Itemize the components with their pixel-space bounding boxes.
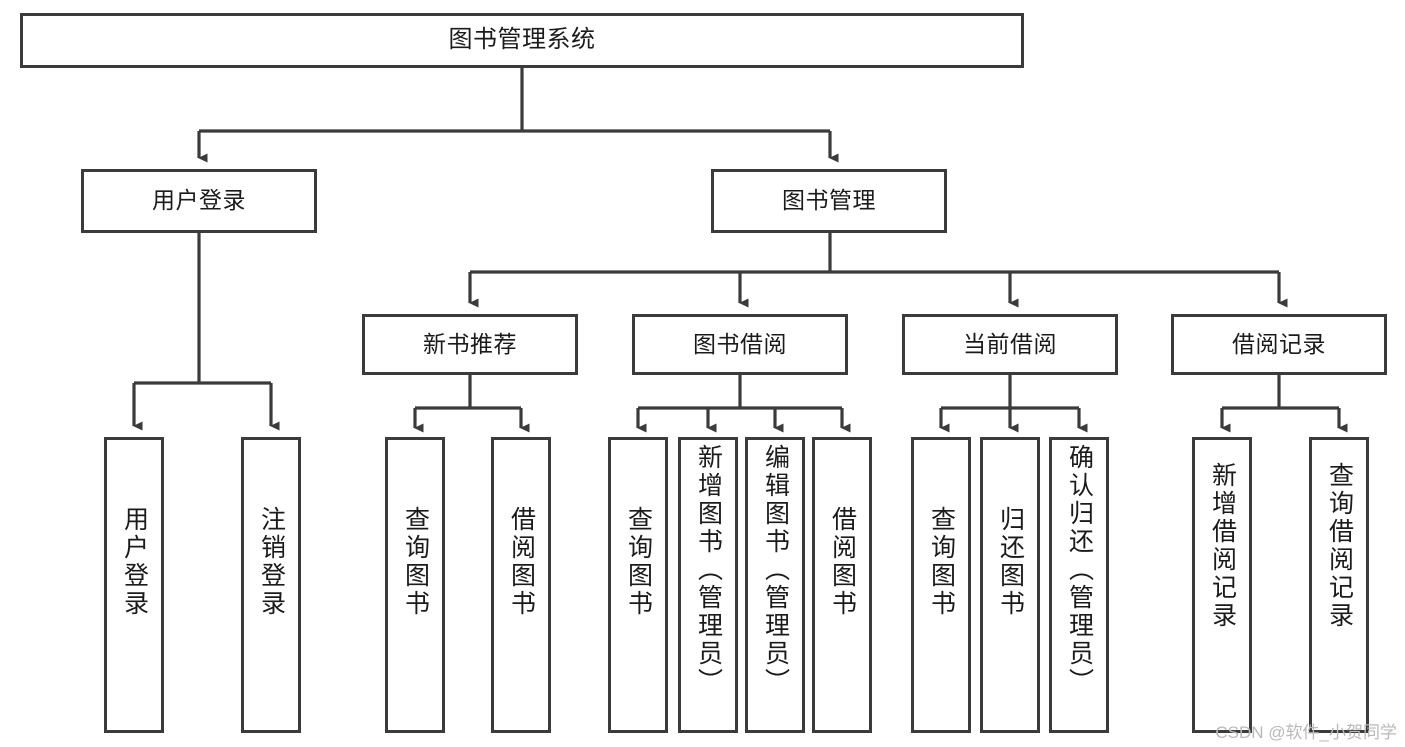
leaf-add-record-label: 新增借阅记录 xyxy=(1208,462,1237,630)
node-book-borrow-label: 图书借阅 xyxy=(693,330,787,357)
node-current-borrow-label: 当前借阅 xyxy=(963,330,1057,357)
csdn-watermark: CSDN @软件_小贺同学 xyxy=(1215,723,1397,742)
leaf-edit-book[interactable]: 编辑图书（管理员） xyxy=(745,437,805,733)
node-new-book-recommend[interactable]: 新书推荐 xyxy=(362,314,578,375)
leaf-add-book[interactable]: 新增图书（管理员） xyxy=(678,437,738,733)
leaf-query-book-2-label: 查询图书 xyxy=(624,506,653,618)
leaf-user-logout-label: 注销登录 xyxy=(257,506,286,618)
leaf-user-login-label: 用户登录 xyxy=(120,506,149,618)
leaf-query-book-3-label: 查询图书 xyxy=(927,506,956,618)
node-root[interactable]: 图书管理系统 xyxy=(20,13,1024,68)
leaf-query-book-2[interactable]: 查询图书 xyxy=(608,437,668,733)
leaf-confirm-return-label: 确认归还（管理员） xyxy=(1065,444,1094,696)
leaf-query-book-3[interactable]: 查询图书 xyxy=(911,437,971,733)
node-borrow-record-label: 借阅记录 xyxy=(1232,330,1326,357)
leaf-user-logout[interactable]: 注销登录 xyxy=(241,437,301,733)
leaf-borrow-book-2-label: 借阅图书 xyxy=(828,506,857,618)
leaf-borrow-book-1[interactable]: 借阅图书 xyxy=(491,437,551,733)
leaf-edit-book-label: 编辑图书（管理员） xyxy=(761,444,790,696)
leaf-borrow-book-1-label: 借阅图书 xyxy=(507,506,536,618)
leaf-query-book-1[interactable]: 查询图书 xyxy=(385,437,445,733)
node-book-manage-label: 图书管理 xyxy=(782,187,876,214)
node-user-login[interactable]: 用户登录 xyxy=(81,169,317,233)
leaf-query-record[interactable]: 查询借阅记录 xyxy=(1309,437,1369,733)
node-current-borrow[interactable]: 当前借阅 xyxy=(902,314,1118,375)
leaf-add-book-label: 新增图书（管理员） xyxy=(694,444,723,696)
node-book-manage[interactable]: 图书管理 xyxy=(711,169,947,233)
leaf-user-login[interactable]: 用户登录 xyxy=(104,437,164,733)
node-root-label: 图书管理系统 xyxy=(448,26,596,54)
leaf-add-record[interactable]: 新增借阅记录 xyxy=(1192,437,1252,733)
leaf-return-book-label: 归还图书 xyxy=(996,506,1025,618)
leaf-query-record-label: 查询借阅记录 xyxy=(1325,462,1354,630)
leaf-confirm-return[interactable]: 确认归还（管理员） xyxy=(1049,437,1109,733)
leaf-return-book[interactable]: 归还图书 xyxy=(980,437,1040,733)
node-book-borrow[interactable]: 图书借阅 xyxy=(632,314,848,375)
node-new-book-recommend-label: 新书推荐 xyxy=(423,330,517,357)
leaf-borrow-book-2[interactable]: 借阅图书 xyxy=(812,437,872,733)
node-borrow-record[interactable]: 借阅记录 xyxy=(1171,314,1387,375)
node-user-login-label: 用户登录 xyxy=(152,187,246,214)
leaf-query-book-1-label: 查询图书 xyxy=(401,506,430,618)
